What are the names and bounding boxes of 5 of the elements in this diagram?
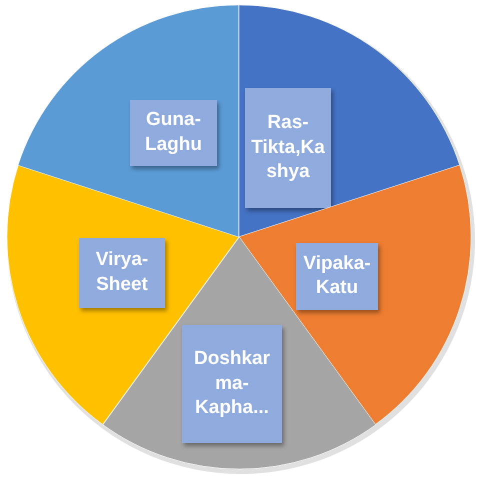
label-box: Virya-Sheet	[79, 238, 165, 308]
label-box: Guna-Laghu	[130, 100, 217, 166]
label-box: Ras-Tikta,Kashya	[245, 88, 331, 208]
label-box: Vipaka-Katu	[296, 242, 378, 310]
label-box: Doshkarma-Kapha...	[182, 325, 282, 443]
